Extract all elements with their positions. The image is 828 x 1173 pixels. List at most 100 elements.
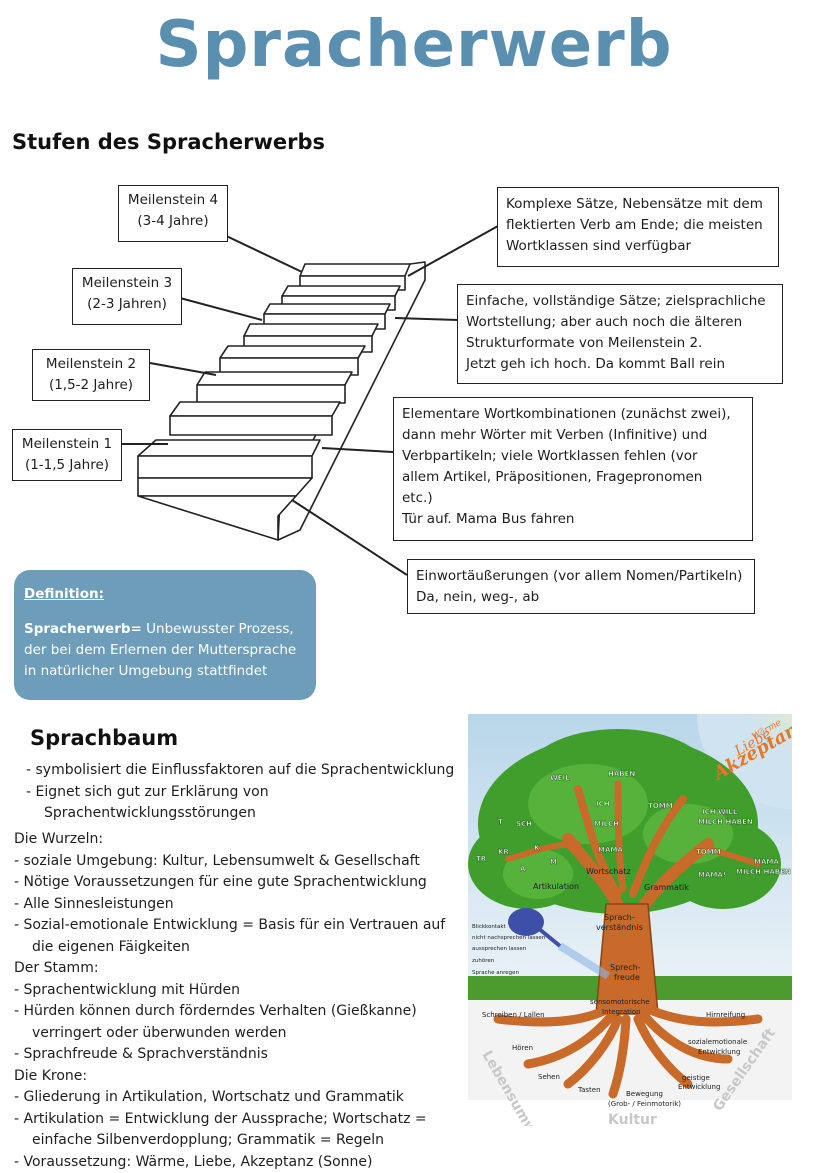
definition-text: der bei dem Erlernen der Muttersprache	[24, 640, 306, 661]
intro-item: - symbolisiert die Einflussfaktoren auf …	[26, 760, 454, 782]
sprachbaum-heading: Sprachbaum	[30, 726, 178, 750]
description-line: flektierten Verb am Ende; die meisten	[506, 215, 770, 236]
tree-crown-word: M	[550, 858, 557, 866]
section-item: - Voraussetzung: Wärme, Liebe, Akzeptanz…	[14, 1152, 445, 1173]
tree-label: freude	[614, 973, 640, 982]
section-item: - Nötige Voraussetzungen für eine gute S…	[14, 872, 445, 894]
description-line: Verbpartikeln; viele Wortklassen fehlen …	[402, 446, 744, 467]
tree-crown-word: ICH WILL	[702, 808, 738, 816]
tree-root-label: Hören	[512, 1044, 533, 1052]
milestone-age: (1-1,5 Jahre)	[21, 455, 113, 476]
tree-root-label: Entwicklung	[698, 1048, 740, 1056]
description-line: Da, nein, weg-, ab	[416, 587, 746, 608]
definition-box: Definition: Spracherwerb= Unbewusster Pr…	[14, 570, 316, 700]
section-item: die eigenen Fäigkeiten	[14, 937, 445, 959]
sprachbaum-tree-image: Wärme Liebe Akzeptanz WEIL HABEN ICH TOM…	[468, 714, 792, 1126]
tree-crown-word: TOMM	[648, 802, 673, 810]
tree-crown-word: MAMA!	[698, 871, 726, 879]
milestone-age: (2-3 Jahren)	[81, 294, 173, 315]
tree-root-label: geistige	[682, 1074, 710, 1082]
tree-crown-word: ICH	[596, 800, 610, 808]
tree-watering-label: nicht nachsprechen lassen	[472, 935, 546, 941]
definition-term: Spracherwerb=	[24, 621, 142, 637]
tree-label: Sprach-	[604, 913, 635, 922]
tree-crown-word: MAMA	[598, 846, 623, 854]
description-line: dann mehr Wörter mit Verben (Infinitive)…	[402, 425, 744, 446]
tree-root-label: Bewegung	[626, 1090, 663, 1098]
description-line: Strukturformate von Meilenstein 2.	[466, 333, 774, 354]
milestone-3-box: Meilenstein 3 (2-3 Jahren)	[72, 268, 182, 325]
tree-label: Artikulation	[533, 882, 579, 891]
tree-root-label: sozialemotionale	[688, 1038, 747, 1046]
tree-crown-word: HABEN	[608, 770, 635, 778]
tree-crown-word: MILCH	[594, 820, 619, 828]
description-line: Elementare Wortkombinationen (zunächst z…	[402, 404, 744, 425]
page-title: Spracherwerb	[0, 8, 828, 82]
tree-label: verständnis	[596, 923, 643, 932]
section-item: - Gliederung in Artikulation, Wortschatz…	[14, 1087, 445, 1109]
description-line: Komplexe Sätze, Nebensätze mit dem	[506, 194, 770, 215]
sprachbaum-sections: Die Wurzeln: - soziale Umgebung: Kultur,…	[14, 829, 445, 1173]
description-line: Wortstellung; aber auch noch die älteren	[466, 312, 774, 333]
intro-item: Sprachentwicklungsstörungen	[26, 803, 454, 825]
tree-watering-label: aussprechen lassen	[472, 946, 527, 952]
tree-crown-word: SCH	[516, 820, 532, 828]
tree-label: Sprech-	[610, 963, 641, 972]
milestone-age: (1,5-2 Jahre)	[41, 375, 141, 396]
description-line: Einfache, vollständige Sätze; zielsprach…	[466, 291, 774, 312]
tree-crown-word: TR	[476, 855, 487, 863]
tree-root-label: Hirnreifung	[706, 1011, 745, 1019]
section-item: einfache Silbenverdopplung; Grammatik = …	[14, 1130, 445, 1152]
milestone-label: Meilenstein 1	[21, 434, 113, 455]
tree-label: Wortschatz	[586, 867, 631, 876]
section-item: - Sprachentwicklung mit Hürden	[14, 980, 445, 1002]
tree-crown-word: MAMA	[754, 858, 779, 866]
milestone-label: Meilenstein 2	[41, 354, 141, 375]
section-item: - Sozial-emotionale Entwicklung = Basis …	[14, 915, 445, 937]
tree-ground-word: Kultur	[608, 1112, 657, 1126]
description-milestone-2: Elementare Wortkombinationen (zunächst z…	[393, 397, 753, 541]
tree-label: Grammatik	[644, 883, 689, 892]
tree-watering-label: Sprache anregen	[472, 970, 520, 976]
description-milestone-3: Einfache, vollständige Sätze; zielsprach…	[457, 284, 783, 384]
definition-text: in natürlicher Umgebung stattfindet	[24, 661, 306, 682]
tree-root-label: Integration	[602, 1008, 641, 1016]
tree-crown-word: WEIL	[550, 774, 570, 782]
section-title-krone: Die Krone:	[14, 1066, 445, 1088]
milestone-1-box: Meilenstein 1 (1-1,5 Jahre)	[12, 429, 122, 481]
description-line: Wortklassen sind verfügbar	[506, 236, 770, 257]
milestone-2-box: Meilenstein 2 (1,5-2 Jahre)	[32, 349, 150, 401]
definition-heading: Definition:	[24, 584, 306, 605]
tree-crown-word: A	[520, 865, 526, 873]
description-milestone-4: Komplexe Sätze, Nebensätze mit dem flekt…	[497, 187, 779, 267]
milestone-4-box: Meilenstein 4 (3-4 Jahre)	[118, 185, 228, 242]
stufen-heading: Stufen des Spracherwerbs	[12, 130, 325, 154]
milestone-label: Meilenstein 4	[127, 190, 219, 211]
tree-crown-word: K	[534, 844, 540, 852]
section-item: verringert oder überwunden werden	[14, 1023, 445, 1045]
definition-text: Unbewusster Prozess,	[142, 621, 294, 637]
tree-root-label: sensomotorische	[590, 998, 650, 1006]
section-item: - Artikulation = Entwicklung der Ausspra…	[14, 1109, 445, 1131]
description-line: allem Artikel, Präpositionen, Frageprono…	[402, 467, 744, 488]
tree-crown-word: MILCH HABEN	[698, 818, 753, 826]
tree-root-label: Schreiben / Lallen	[482, 1011, 545, 1019]
tree-root-label: Tasten	[577, 1086, 601, 1094]
section-title-wurzeln: Die Wurzeln:	[14, 829, 445, 851]
tree-root-label: (Grob- / Feinmotorik)	[608, 1100, 681, 1108]
tree-crown-word: KR	[498, 848, 509, 856]
intro-item: - Eignet sich gut zur Erklärung von	[26, 782, 454, 804]
description-line: etc.)	[402, 488, 744, 509]
tree-crown-word: T	[498, 818, 503, 826]
section-item: - Alle Sinnesleistungen	[14, 894, 445, 916]
tree-watering-label: Blickkontakt	[472, 924, 507, 930]
tree-crown-word: MILCH HABEN	[736, 868, 791, 876]
section-item: - soziale Umgebung: Kultur, Lebensumwelt…	[14, 851, 445, 873]
sprachbaum-intro: - symbolisiert die Einflussfaktoren auf …	[26, 760, 454, 825]
tree-watering-label: zuhören	[472, 958, 495, 964]
description-line: Einwortäußerungen (vor allem Nomen/Parti…	[416, 566, 746, 587]
milestone-age: (3-4 Jahre)	[127, 211, 219, 232]
section-item: - Sprachfreude & Sprachverständnis	[14, 1044, 445, 1066]
tree-root-label: Sehen	[538, 1073, 560, 1081]
section-title-stamm: Der Stamm:	[14, 958, 445, 980]
